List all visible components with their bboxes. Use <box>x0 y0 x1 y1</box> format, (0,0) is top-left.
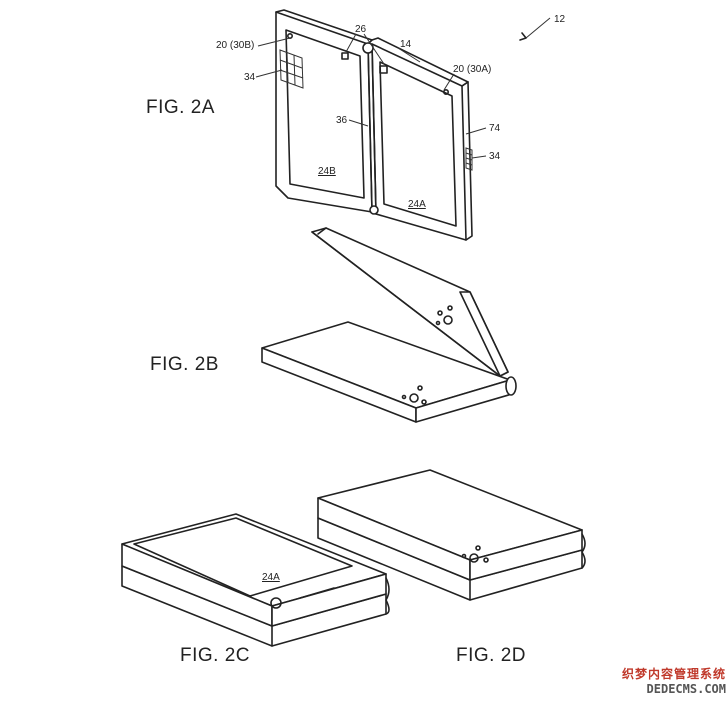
fig-2c-caption: FIG. 2C <box>180 645 250 666</box>
label-36: 36 <box>336 115 348 126</box>
camera-left-icon <box>341 52 349 60</box>
label-34-left: 34 <box>244 72 256 83</box>
label-24a-fig2a: 24A <box>408 199 426 210</box>
home-button-icon <box>270 597 282 609</box>
camera-right-icon <box>379 65 388 74</box>
label-12: 12 <box>554 14 566 25</box>
label-20-30b: 20 (30B) <box>216 40 254 51</box>
label-14: 14 <box>400 39 412 50</box>
watermark-line-1: 织梦内容管理系统 <box>621 667 726 681</box>
label-74: 74 <box>489 123 501 134</box>
label-26: 26 <box>355 24 367 35</box>
watermark-line-2: DEDECMS.COM <box>646 682 726 696</box>
camera-cluster-fig2d-icon <box>461 545 489 563</box>
fig-2b-caption: FIG. 2B <box>150 354 219 375</box>
label-34-right: 34 <box>489 151 501 162</box>
fig-2d-caption: FIG. 2D <box>456 645 526 666</box>
hinge-icon <box>505 376 517 396</box>
fig-2c-device: 24A <box>121 513 390 647</box>
fig-2b-device <box>261 227 517 423</box>
fig-2a-device: 20 (30B) 34 26 14 20 (30A) 36 74 34 12 2… <box>216 9 566 241</box>
fig-2a-caption: FIG. 2A <box>146 97 215 118</box>
label-24b: 24B <box>318 166 336 177</box>
fig-2d-device <box>317 469 586 601</box>
camera-cluster-lower-icon <box>401 385 427 405</box>
watermark: 织梦内容管理系统 DEDECMS.COM <box>614 665 726 703</box>
camera-cluster-upper-icon <box>435 305 453 326</box>
label-24a-fig2c: 24A <box>262 572 280 583</box>
sensor-strip-right <box>465 147 473 171</box>
label-20-30a: 20 (30A) <box>453 64 491 75</box>
